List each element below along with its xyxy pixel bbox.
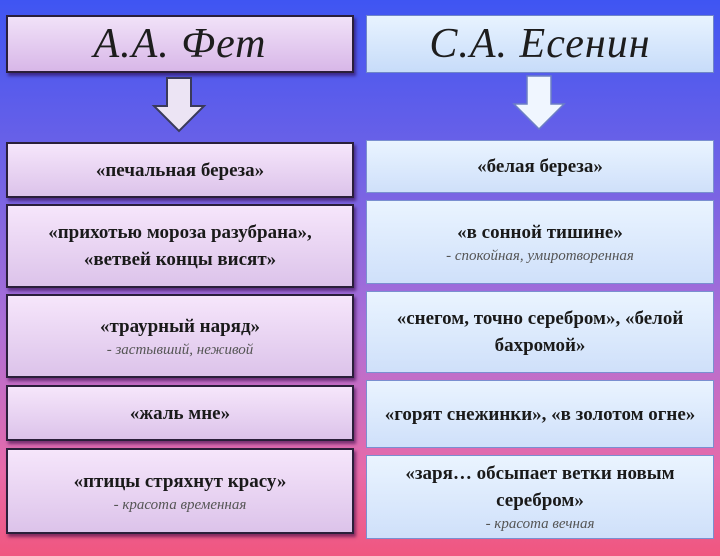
esenin-item-1-text: «белая береза» [477,156,603,177]
fet-item-3: «траурный наряд» - застывший, неживой [6,294,354,378]
down-arrow-icon [151,77,207,133]
fet-item-5-note: - красота временная [113,496,247,513]
fet-item-5-text: «птицы стряхнут красу» [73,470,287,492]
esenin-item-5: «заря… обсыпает ветки новым серебром» - … [366,455,714,539]
fet-item-4-text: «жаль мне» [129,402,231,424]
fet-header: А.А. Фет [6,15,354,73]
fet-item-1: «печальная береза» [6,142,354,198]
fet-item-4: «жаль мне» [6,385,354,441]
esenin-item-2: «в сонной тишине» - спокойная, умиротвор… [366,200,714,284]
esenin-item-3: «снегом, точно серебром», «белой бахромо… [366,291,714,373]
fet-column: А.А. Фет «печальная береза» «прихотью мо… [6,15,354,534]
down-arrow-icon [512,75,566,131]
fet-item-1-text: «печальная береза» [95,159,265,181]
fet-item-3-text: «траурный наряд» [99,315,261,337]
esenin-item-4: «горят снежинки», «в золотом огне» [366,380,714,448]
esenin-item-3-text: «снегом, точно серебром», «белой бахромо… [396,308,684,356]
esenin-item-2-note: - спокойная, умиротворенная [446,247,634,264]
fet-item-5: «птицы стряхнут красу» - красота временн… [6,448,354,534]
esenin-item-1: «белая береза» [366,140,714,193]
esenin-item-2-text: «в сонной тишине» [457,221,623,243]
esenin-header: С.А. Есенин [366,15,714,73]
esenin-item-5-note: - красота вечная [485,516,595,532]
esenin-column: С.А. Есенин «белая береза» «в сонной тиш… [360,0,720,556]
fet-item-2: «прихотью мороза разубрана», «ветвей кон… [6,204,354,288]
fet-item-3-note: - застывший, неживой [106,341,254,358]
esenin-item-5-text: «заря… обсыпает ветки новым серебром» [405,463,675,511]
esenin-item-4-text: «горят снежинки», «в золотом огне» [384,403,696,425]
fet-item-2-text: «прихотью мороза разубрана», «ветвей кон… [48,222,312,270]
